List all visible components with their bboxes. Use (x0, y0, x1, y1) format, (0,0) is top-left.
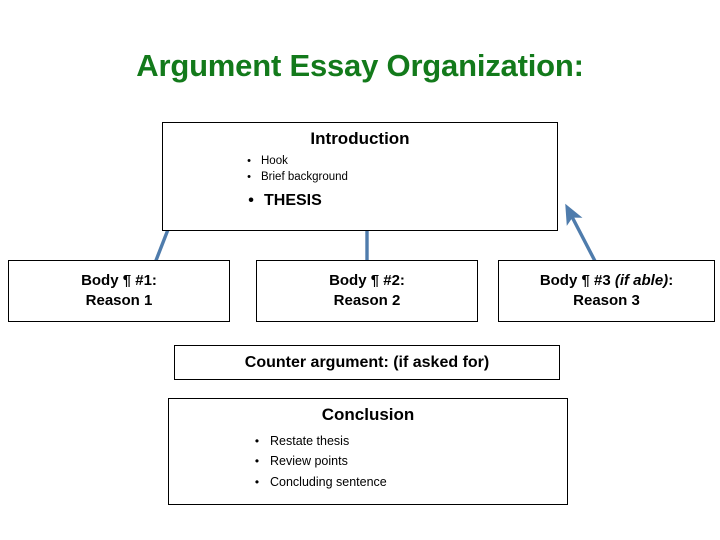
thesis-label: THESIS (264, 192, 322, 210)
body-paragraph-2-box: Body ¶ #2: Reason 2 (256, 260, 478, 322)
counter-argument-box: Counter argument: (if asked for) (174, 345, 560, 380)
body-paragraph-1-box: Body ¶ #1: Reason 1 (8, 260, 230, 322)
list-item: • Hook (241, 153, 557, 170)
page-title: Argument Essay Organization: (136, 48, 584, 83)
list-item-label: Review points (270, 454, 348, 469)
body-paragraph-3-box: Body ¶ #3 (if able): Reason 3 (498, 260, 715, 322)
list-item-label: Restate thesis (270, 433, 350, 448)
list-item-label: Brief background (261, 171, 348, 184)
counter-argument-label: Counter argument: (if asked for) (244, 353, 490, 371)
list-item: • Concluding sentence (249, 472, 567, 493)
introduction-box: Introduction • Hook • Brief background •… (162, 122, 558, 231)
bullet-icon: • (248, 192, 254, 210)
list-item: • Brief background (241, 169, 557, 186)
body-paragraph-1-title: Body ¶ #1: (81, 271, 157, 289)
bullet-icon: • (254, 433, 260, 448)
body-paragraph-3-title-pre: Body ¶ #3 (539, 271, 615, 289)
body-paragraph-3-title-condition: (if able) (614, 271, 669, 289)
bullet-icon: • (254, 454, 260, 469)
thesis-list-item: • THESIS (243, 189, 557, 213)
introduction-heading: Introduction (310, 129, 410, 148)
conclusion-box: Conclusion • Restate thesis • Review poi… (168, 398, 568, 505)
bullet-icon: • (247, 154, 251, 167)
body-paragraph-3-reason: Reason 3 (573, 292, 640, 309)
body-paragraph-1-reason: Reason 1 (85, 292, 153, 309)
bullet-icon: • (254, 474, 260, 489)
bullet-icon: • (247, 171, 251, 184)
arrow-body3-to-intro (565, 203, 598, 264)
list-item-label: Hook (261, 154, 288, 167)
body-paragraph-2-title: Body ¶ #2: (329, 271, 405, 289)
list-item: • Review points (249, 451, 567, 472)
list-item-label: Concluding sentence (270, 474, 387, 489)
body-paragraph-2-reason: Reason 2 (333, 292, 401, 309)
introduction-bullet-list: • Hook • Brief background • THESIS (163, 153, 557, 214)
conclusion-bullet-list: • Restate thesis • Review points • Concl… (169, 431, 567, 493)
body-paragraph-3-title: Body ¶ #3 (if able): (499, 271, 714, 291)
body-paragraph-3-title-post: : (668, 271, 674, 289)
conclusion-heading: Conclusion (321, 405, 415, 424)
list-item: • Restate thesis (249, 431, 567, 452)
